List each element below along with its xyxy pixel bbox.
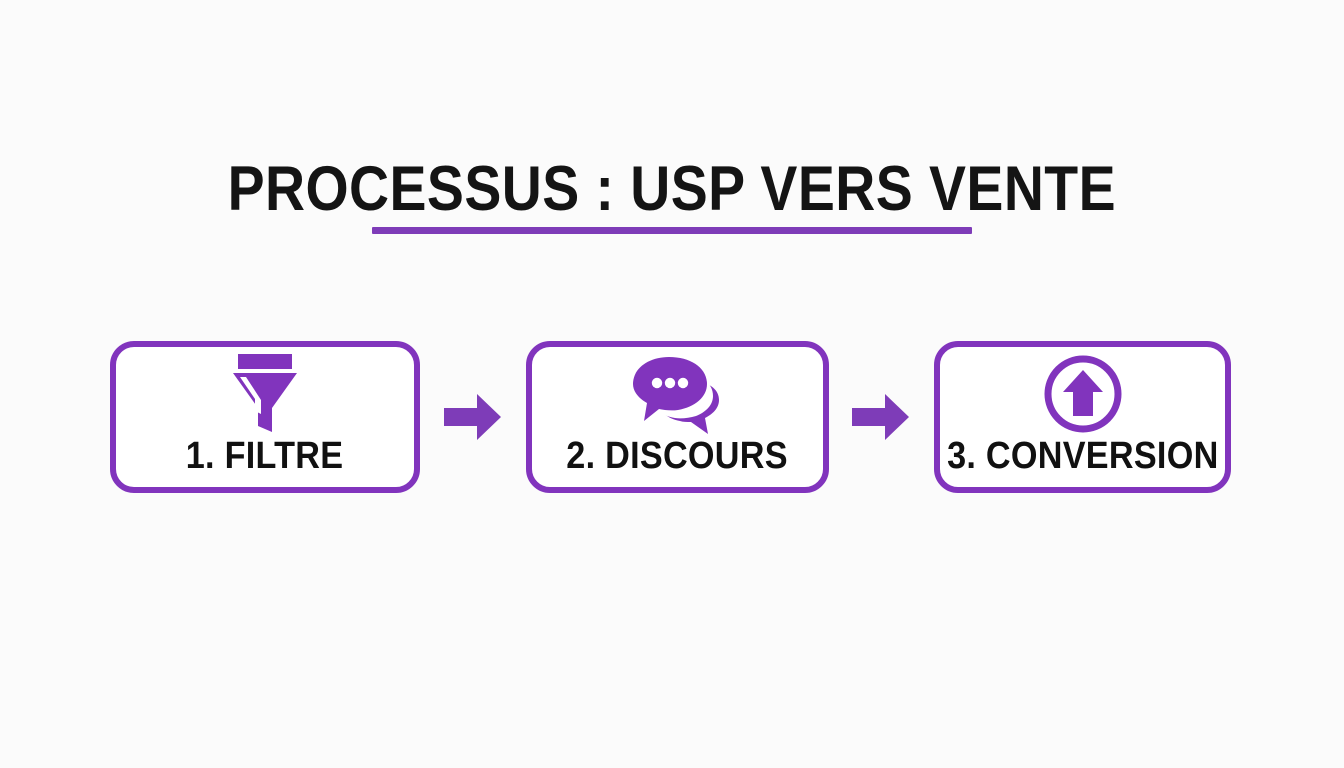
process-flow: 1. FILTRE — [110, 341, 1231, 493]
step-label-discours: 2. DISCOURS — [566, 435, 788, 477]
connector-2 — [829, 341, 935, 493]
speech-bubbles-icon — [625, 351, 729, 437]
title-block: PROCESSUS : USP VERS VENTE — [0, 154, 1344, 234]
step-card-conversion[interactable]: 3. CONVERSION — [934, 341, 1231, 493]
arrow-right-icon — [852, 394, 910, 440]
page-title: PROCESSUS : USP VERS VENTE — [227, 154, 1117, 224]
step-label-filtre: 1. FILTRE — [186, 435, 344, 477]
step-label-conversion: 3. CONVERSION — [946, 435, 1219, 477]
funnel-icon — [219, 351, 311, 437]
circle-up-arrow-icon — [1041, 351, 1125, 437]
connector-1 — [420, 341, 526, 493]
arrow-right-icon — [443, 394, 501, 440]
step-card-discours[interactable]: 2. DISCOURS — [525, 341, 829, 493]
title-underline — [372, 227, 972, 234]
step-card-filtre[interactable]: 1. FILTRE — [110, 341, 420, 493]
